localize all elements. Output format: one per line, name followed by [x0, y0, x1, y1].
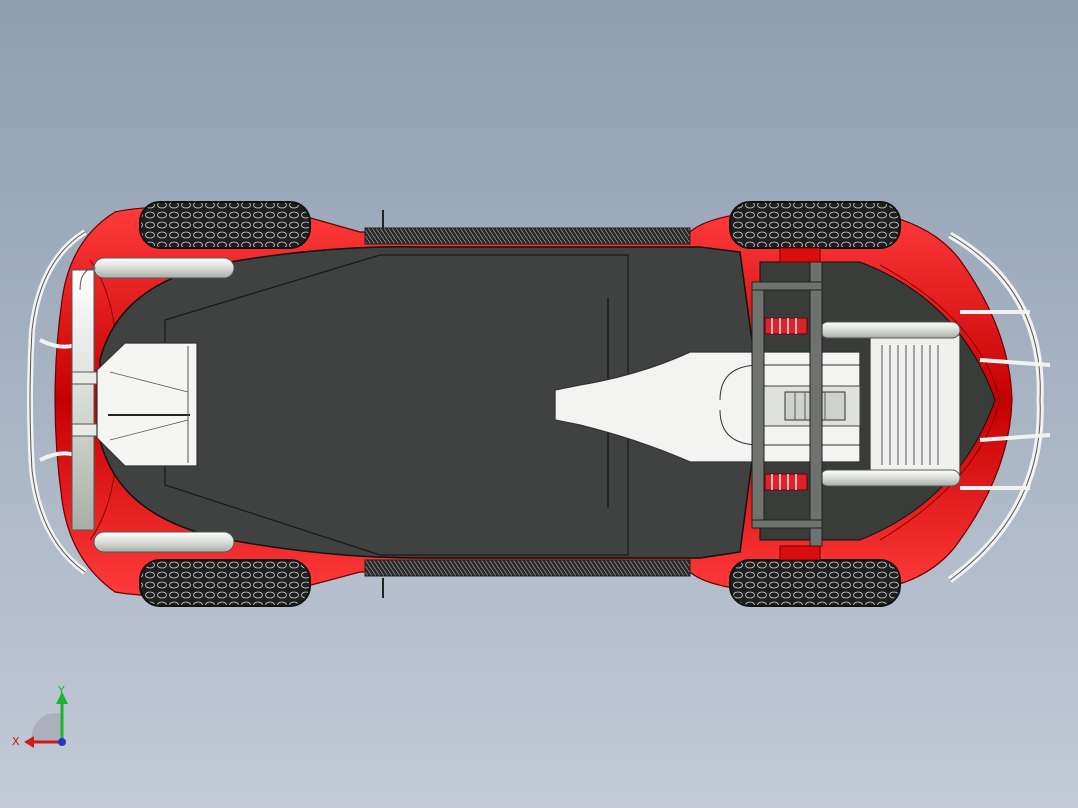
radiator-fins: [881, 345, 939, 465]
front-plate: [96, 342, 198, 467]
rear-suspension-springs: [764, 317, 808, 491]
front-right-tire: [139, 559, 311, 607]
x-axis-label: X: [12, 735, 20, 748]
left-side-grill: [364, 227, 691, 245]
front-left-tire: [139, 201, 311, 249]
z-axis-dot: [58, 738, 66, 746]
rear-bumper: [947, 231, 1051, 583]
y-axis-label: Y: [57, 684, 65, 697]
rear-left-tire: [729, 201, 901, 249]
front-frame: [71, 257, 235, 553]
orientation-triad: X Y: [12, 684, 68, 748]
rear-right-tire: [729, 559, 901, 607]
right-side-grill: [364, 559, 691, 577]
rear-frame: [554, 261, 961, 547]
